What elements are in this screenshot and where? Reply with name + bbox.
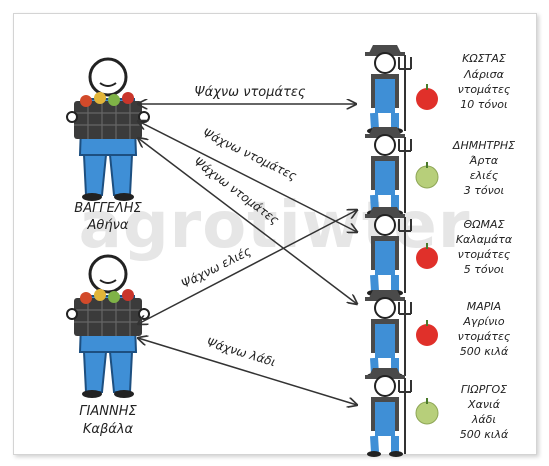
buyer-city-2: Καβάλα	[83, 422, 134, 437]
farmer-figure-1	[365, 45, 412, 134]
farmer-city: Αγρίνιο	[462, 315, 505, 328]
farmer-qty: 10 τόνοι	[460, 98, 507, 111]
farmer-qty: 3 τόνοι	[464, 184, 504, 197]
buyer-name-2: ΓΙΑΝΝΗΣ	[79, 404, 137, 419]
farmer-city: Άρτα	[469, 154, 499, 167]
farmer-figure-5	[365, 368, 412, 457]
buyer-figure-1	[66, 57, 150, 201]
arrow-line-4	[138, 210, 357, 324]
farmer-label-3: ΘΩΜΑΣ Καλαμάτα ντομάτες 5 τόνοι	[456, 218, 513, 276]
farmer-product: ντομάτες	[458, 248, 511, 261]
farmer-qty: 500 κιλά	[460, 345, 509, 358]
farmer-label-5: ΓΙΩΡΓΟΣ Χανιά λάδι 500 κιλά	[460, 383, 509, 441]
arrow-label-1: Ψάχνω ντομάτες	[194, 85, 306, 100]
farmer-figure-3	[365, 207, 412, 296]
farmer-figure-4	[365, 290, 412, 379]
farmer-label-2: ΔΗΜΗΤΡΗΣ Άρτα ελιές 3 τόνοι	[452, 139, 515, 197]
farmer-city: Χανιά	[467, 398, 501, 411]
farmer-product: λάδι	[471, 413, 496, 426]
farmer-label-1: ΚΩΣΤΑΣ Λάρισα ντομάτες 10 τόνοι	[458, 52, 511, 111]
olive-icon	[415, 398, 439, 425]
farmer-name: ΘΩΜΑΣ	[463, 218, 504, 231]
farmer-qty: 5 τόνοι	[464, 263, 504, 276]
farmer-name: ΓΙΩΡΓΟΣ	[461, 383, 507, 396]
olive-icon	[415, 162, 439, 189]
buyer-figure-2	[66, 254, 150, 398]
farmer-product: ντομάτες	[458, 330, 511, 343]
farmer-product: ελιές	[470, 169, 499, 182]
farmer-qty: 500 κιλά	[460, 428, 509, 441]
farmer-city: Καλαμάτα	[456, 233, 513, 246]
farmer-name: ΜΑΡΙΑ	[467, 300, 501, 313]
farmer-name: ΔΗΜΗΤΡΗΣ	[452, 139, 515, 152]
buyer-name-1: ΒΑΓΓΕΛΗΣ	[74, 201, 142, 216]
tomato-icon	[416, 243, 438, 269]
farmer-name: ΚΩΣΤΑΣ	[462, 52, 506, 65]
arrow-line-2	[138, 121, 357, 232]
farmer-product: ντομάτες	[458, 83, 511, 96]
arrow-line-5	[138, 338, 357, 405]
farmer-label-4: ΜΑΡΙΑ Αγρίνιο ντομάτες 500 κιλά	[458, 300, 511, 358]
tomato-icon	[416, 320, 438, 346]
farmer-city: Λάρισα	[463, 68, 504, 81]
farmer-figure-2	[365, 127, 412, 216]
tomato-icon	[416, 84, 438, 110]
buyer-city-1: Αθήνα	[87, 218, 129, 233]
arrow-line-3	[138, 138, 357, 304]
arrow-label-5: Ψάχνω λάδι	[205, 335, 277, 369]
